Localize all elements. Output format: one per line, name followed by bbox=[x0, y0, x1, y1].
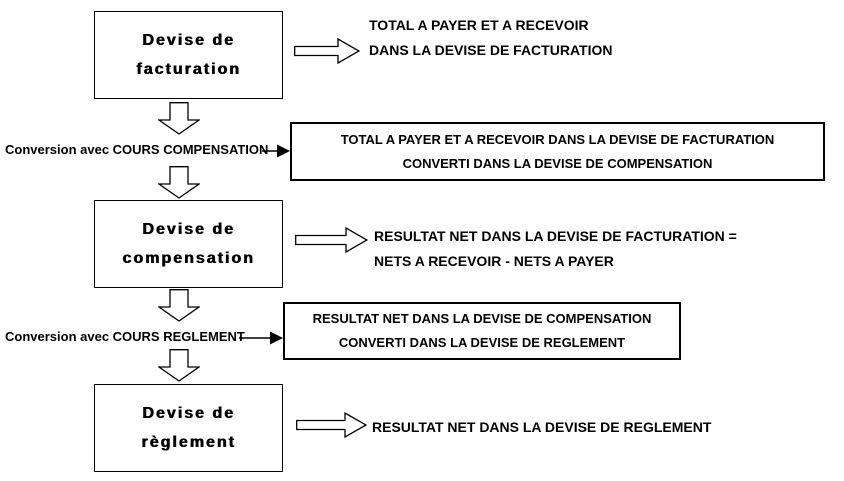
compensation-box-line2: compensation bbox=[122, 250, 255, 267]
block-arrow-right-icon bbox=[296, 412, 367, 438]
block-arrow-down-icon bbox=[158, 102, 200, 135]
reglement-box-line1: Devise de bbox=[142, 405, 235, 422]
compensation-net-line1: RESULTAT NET DANS LA DEVISE DE FACTURATI… bbox=[374, 228, 737, 244]
conversion-result-box-compensation: TOTAL A PAYER ET A RECEVOIR DANS LA DEVI… bbox=[290, 122, 825, 181]
block-arrow-down-icon bbox=[158, 289, 200, 322]
solid-arrow-right-icon bbox=[262, 143, 291, 159]
reglement-net-text: RESULTAT NET DANS LA DEVISE DE REGLEMENT bbox=[372, 415, 711, 440]
reglement-box: Devise de règlement bbox=[94, 384, 283, 472]
conversion-reglement-label: Conversion avec COURS REGLEMENT bbox=[5, 329, 245, 344]
compensation-box: Devise de compensation bbox=[94, 200, 283, 288]
solid-arrow-right-icon bbox=[239, 330, 284, 346]
compensation-net-line2: NETS A RECEVOIR - NETS A PAYER bbox=[374, 253, 614, 269]
conversion-result-compensation-line1: TOTAL A PAYER ET A RECEVOIR DANS LA DEVI… bbox=[340, 131, 775, 147]
reglement-box-line2: règlement bbox=[141, 434, 236, 451]
conversion-result-reglement-line1: RESULTAT NET DANS LA DEVISE DE COMPENSAT… bbox=[312, 311, 652, 326]
block-arrow-right-icon bbox=[294, 38, 360, 64]
facturation-box-line1: Devise de bbox=[142, 32, 235, 49]
conversion-result-compensation-line2: CONVERTI DANS LA DEVISE DE COMPENSATION bbox=[402, 155, 713, 171]
facturation-box-line2: facturation bbox=[136, 61, 241, 78]
reglement-net-line1: RESULTAT NET DANS LA DEVISE DE REGLEMENT bbox=[372, 419, 712, 435]
block-arrow-down-icon bbox=[158, 349, 200, 382]
facturation-total-line1: TOTAL A PAYER ET A RECEVOIR bbox=[369, 17, 589, 33]
facturation-total-text: TOTAL A PAYER ET A RECEVOIR DANS LA DEVI… bbox=[369, 13, 612, 63]
facturation-box: Devise de facturation bbox=[94, 11, 283, 99]
compensation-net-text: RESULTAT NET DANS LA DEVISE DE FACTURATI… bbox=[374, 224, 737, 274]
conversion-result-reglement-line2: CONVERTI DANS LA DEVISE DE REGLEMENT bbox=[338, 335, 626, 350]
compensation-box-line1: Devise de bbox=[142, 221, 235, 238]
block-arrow-right-icon bbox=[295, 227, 368, 253]
facturation-total-line2: DANS LA DEVISE DE FACTURATION bbox=[369, 42, 613, 58]
block-arrow-down-icon bbox=[158, 166, 200, 199]
conversion-result-box-reglement: RESULTAT NET DANS LA DEVISE DE COMPENSAT… bbox=[283, 302, 681, 360]
conversion-compensation-label: Conversion avec COURS COMPENSATION bbox=[5, 142, 269, 157]
